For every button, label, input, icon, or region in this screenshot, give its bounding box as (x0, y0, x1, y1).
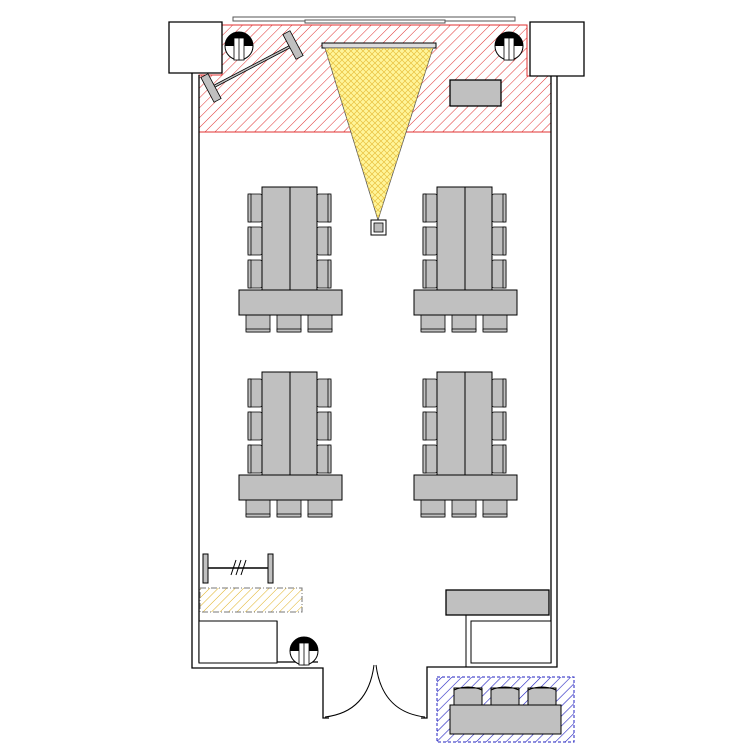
chair (245, 497, 271, 518)
chair (482, 312, 508, 333)
chair (316, 411, 332, 441)
table (436, 371, 466, 476)
projection-screen (321, 42, 437, 49)
table-groups (238, 186, 518, 518)
chair (307, 312, 333, 333)
chair (276, 312, 302, 333)
storage-zone-yellow (199, 587, 303, 613)
window-strip (232, 16, 516, 24)
chair (247, 411, 263, 441)
chair (247, 193, 263, 223)
chair (491, 193, 507, 223)
chair (422, 259, 438, 289)
speakers (224, 31, 524, 666)
table-group (413, 371, 518, 518)
chair (247, 226, 263, 256)
chair (316, 444, 332, 474)
table-group (238, 186, 343, 333)
chair (451, 312, 477, 333)
chair (247, 259, 263, 289)
chair (422, 226, 438, 256)
chair (422, 378, 438, 408)
lounge-chair (453, 686, 483, 707)
table (464, 371, 493, 476)
tv-cabinet (449, 79, 502, 107)
chair (491, 378, 507, 408)
table (289, 186, 318, 291)
chair (316, 378, 332, 408)
chair (420, 312, 446, 333)
table-group (238, 371, 343, 518)
chair (451, 497, 477, 518)
table (261, 371, 291, 476)
head-table (238, 289, 343, 316)
lounge-chair (490, 686, 520, 707)
chair (247, 378, 263, 408)
table (289, 371, 318, 476)
speaker-icon (494, 31, 524, 61)
table (464, 186, 493, 291)
wall-whiteboard (202, 553, 274, 584)
table-group (413, 186, 518, 333)
head-table (238, 474, 343, 501)
chair (491, 259, 507, 289)
chair (491, 444, 507, 474)
table (436, 186, 466, 291)
head-table (413, 289, 518, 316)
chair (482, 497, 508, 518)
chair (422, 411, 438, 441)
lounge-furniture (449, 686, 562, 735)
table (261, 186, 291, 291)
double-door[interactable] (324, 664, 426, 718)
cabinet-left (198, 620, 278, 664)
lounge-chair (527, 686, 557, 707)
chair (420, 497, 446, 518)
chair (245, 312, 271, 333)
chair (276, 497, 302, 518)
chair (307, 497, 333, 518)
chair (247, 444, 263, 474)
chair (491, 411, 507, 441)
lounge-table (449, 704, 562, 735)
chair (422, 193, 438, 223)
cabinet-right (470, 620, 552, 664)
chair (316, 259, 332, 289)
speaker-icon (289, 636, 319, 666)
chair (422, 444, 438, 474)
counter (445, 589, 550, 616)
head-table (413, 474, 518, 501)
mobile-whiteboard (200, 30, 304, 103)
chair (491, 226, 507, 256)
chair (316, 193, 332, 223)
chair (316, 226, 332, 256)
speaker-icon (224, 31, 254, 61)
